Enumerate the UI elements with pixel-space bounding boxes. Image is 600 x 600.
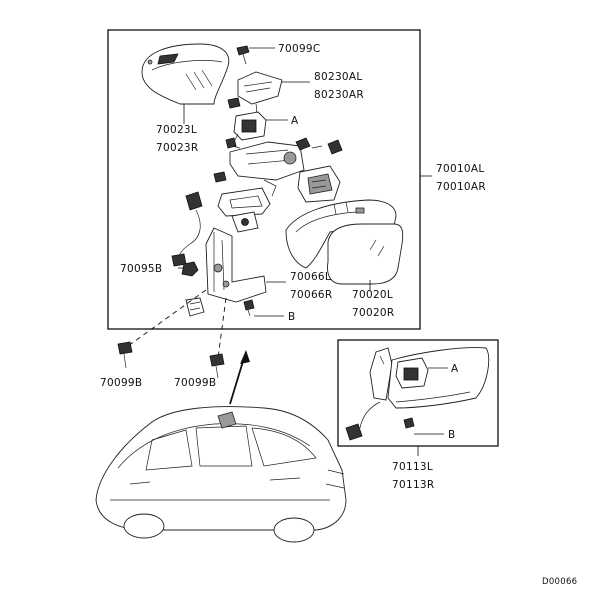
inset-motor bbox=[395, 357, 429, 389]
bolt-b1 bbox=[117, 341, 133, 369]
label-inset-r: 70113R bbox=[392, 479, 435, 491]
label-base-l: 70066L bbox=[290, 271, 331, 283]
label-base-r: 70066R bbox=[290, 289, 333, 301]
label-bolt-top: 70099C bbox=[278, 43, 321, 55]
label-glass-r: 70020R bbox=[352, 307, 395, 319]
dash-bolt-b1 bbox=[127, 289, 207, 347]
car-mirror-marker bbox=[217, 411, 237, 429]
bolt-b2 bbox=[209, 353, 225, 379]
mounting-clip bbox=[231, 211, 259, 233]
mirror-cover bbox=[141, 43, 230, 105]
label-cover-l: 70023L bbox=[156, 124, 197, 136]
inset-mirror bbox=[369, 347, 490, 409]
label-assy-r: 70010AR bbox=[436, 181, 486, 193]
label-figure-code: D00066 bbox=[542, 577, 577, 587]
inset-harness bbox=[345, 401, 381, 441]
main-assembly-frame bbox=[107, 29, 421, 330]
label-harness-r: 80230AR bbox=[314, 89, 364, 101]
actuator-unit bbox=[297, 165, 341, 203]
label-assy-l: 70010AL bbox=[436, 163, 485, 175]
bolt-top bbox=[236, 45, 250, 65]
screw-upper bbox=[225, 137, 237, 149]
label-ref-b-main: B bbox=[288, 311, 296, 323]
cable-connector bbox=[171, 191, 203, 267]
car-illustration bbox=[95, 406, 347, 543]
screw-right bbox=[327, 139, 343, 155]
lower-bracket bbox=[185, 297, 205, 317]
power-motor bbox=[231, 111, 267, 149]
gasket bbox=[217, 179, 277, 217]
label-glass-l: 70020L bbox=[352, 289, 393, 301]
label-nut: 70095B bbox=[120, 263, 162, 275]
mirror-glass bbox=[327, 223, 404, 285]
inset-screw bbox=[403, 417, 415, 429]
mirror-base bbox=[205, 227, 267, 303]
label-ref-b-inset: B bbox=[448, 429, 456, 441]
location-arrow bbox=[229, 350, 250, 405]
nut bbox=[181, 261, 199, 277]
dash-bolt-b2 bbox=[217, 297, 227, 359]
label-inset-l: 70113L bbox=[392, 461, 433, 473]
label-ref-a-main: A bbox=[291, 115, 299, 127]
pivot-bracket bbox=[213, 137, 311, 183]
label-bolt-b1: 70099B bbox=[100, 377, 142, 389]
label-harness-l: 80230AL bbox=[314, 71, 363, 83]
screw-b-main bbox=[243, 299, 255, 311]
label-bolt-b2: 70099B bbox=[174, 377, 216, 389]
label-ref-a-inset: A bbox=[451, 363, 459, 375]
label-cover-r: 70023R bbox=[156, 142, 199, 154]
